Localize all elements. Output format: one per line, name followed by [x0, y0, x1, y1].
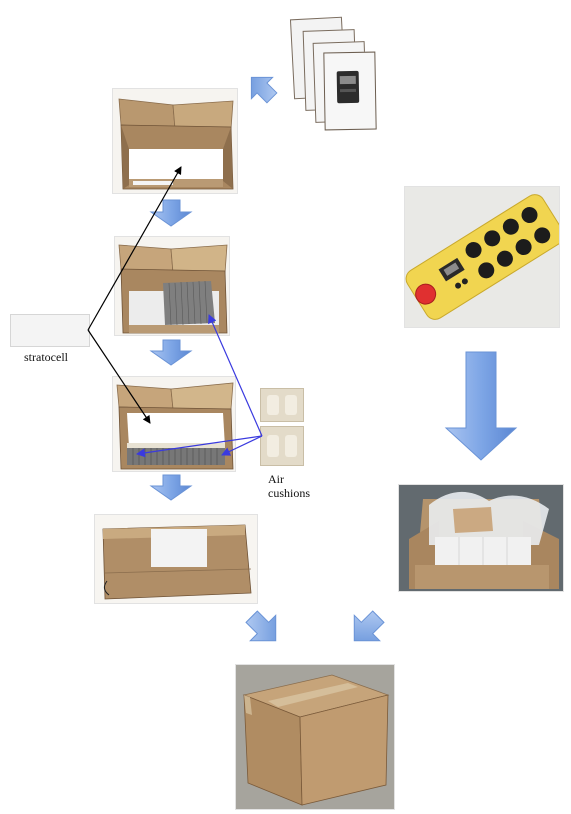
final-box-photo — [235, 664, 395, 810]
air-cushions-label-line2: cushions — [268, 486, 310, 500]
stratocell-label: stratocell — [24, 350, 68, 364]
down-arrow-icon — [149, 199, 193, 227]
down-arrow-icon — [149, 339, 193, 366]
box-with-bag-photo — [398, 484, 564, 592]
diagonal-arrow-icon — [353, 610, 385, 642]
stratocell-sheet — [10, 314, 90, 347]
diagonal-arrow-icon — [250, 76, 278, 104]
air-cushion — [260, 388, 304, 422]
air-cushions-label-line1: Air — [268, 472, 284, 486]
diagonal-arrow-icon — [245, 610, 277, 642]
air-cushions-connector — [136, 314, 263, 458]
down-arrow-icon — [444, 351, 518, 461]
stratocell-connector — [87, 166, 182, 424]
closed-box-photo — [94, 514, 258, 604]
pendant-control-photo — [404, 186, 560, 328]
air-cushion — [260, 426, 304, 466]
down-arrow-icon — [149, 474, 193, 501]
